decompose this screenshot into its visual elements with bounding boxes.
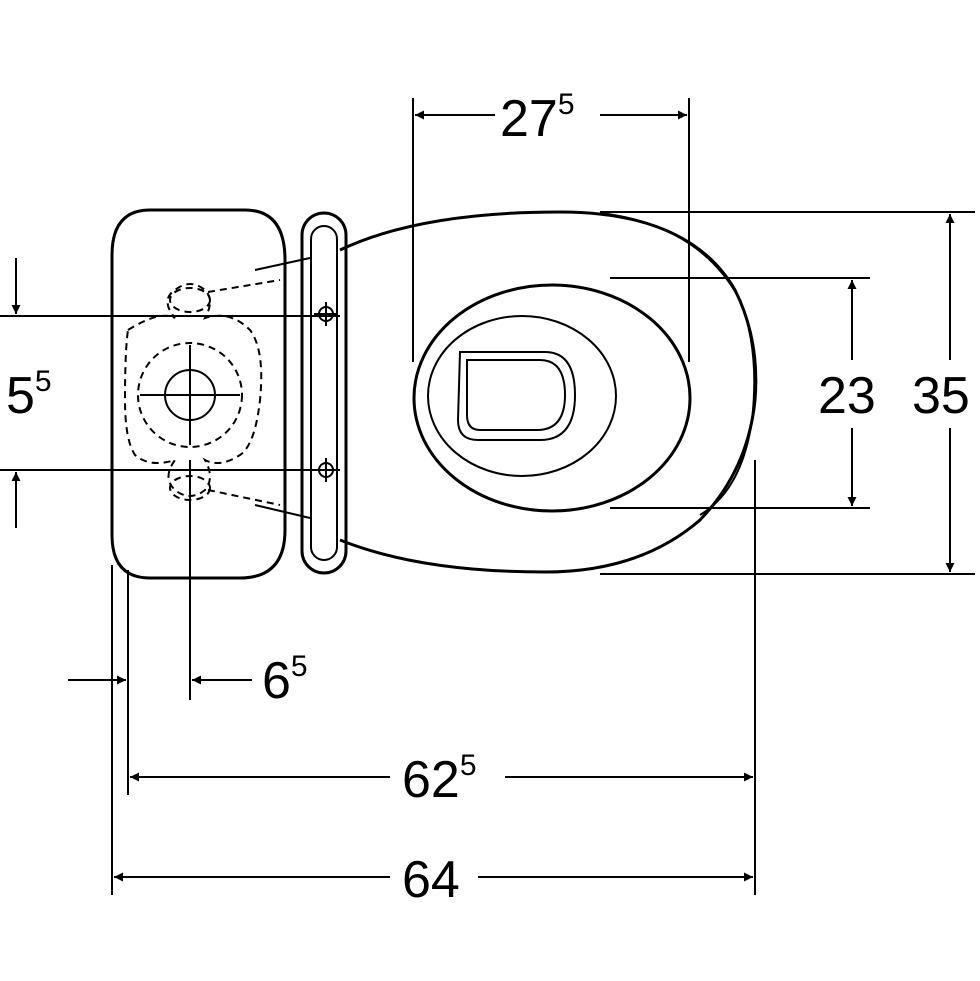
seat-hinge-inner [310,225,338,561]
dim-rim-inner-label: 23 [818,367,876,425]
dim-fixing-holes: 55 [0,258,340,528]
seat-hinge-plate [300,211,348,575]
dim-tank-offset-label: 65 [262,650,308,710]
dim-tank-offset: 65 [68,460,308,895]
upper-lobe-dashed [169,287,211,313]
hidden-lines [123,279,281,506]
neck-dashed-bottom [207,489,281,506]
dim-overall-length: 64 [114,851,753,909]
mounting-flange-dashed [123,283,263,497]
bowl-rim [412,283,692,513]
dim-fixing-holes-label: 55 [6,365,52,425]
dim-bowl-length-label: 625 [402,749,477,809]
bowl-outlet [456,351,577,441]
bowl-inner [427,315,617,477]
dim-bowl-length: 625 [130,460,756,895]
toilet-outline [110,208,758,580]
neck-dashed-top [207,279,281,293]
bowl-outlet-inner [466,359,567,431]
bowl-outer-inner-line [599,212,756,516]
dim-overall-width-label: 35 [912,367,970,425]
dim-seat-opening: 275 [412,88,690,362]
dim-rim-inner: 23 [610,277,876,509]
hinge-bolt-top [314,302,338,326]
dim-seat-opening-label: 275 [500,88,575,148]
bowl-outer [339,210,758,574]
cistern-outline [110,208,287,580]
dim-overall-length-label: 64 [402,851,460,909]
dim-overall-width: 35 [600,211,975,575]
outlet-circle-outer [137,342,243,448]
